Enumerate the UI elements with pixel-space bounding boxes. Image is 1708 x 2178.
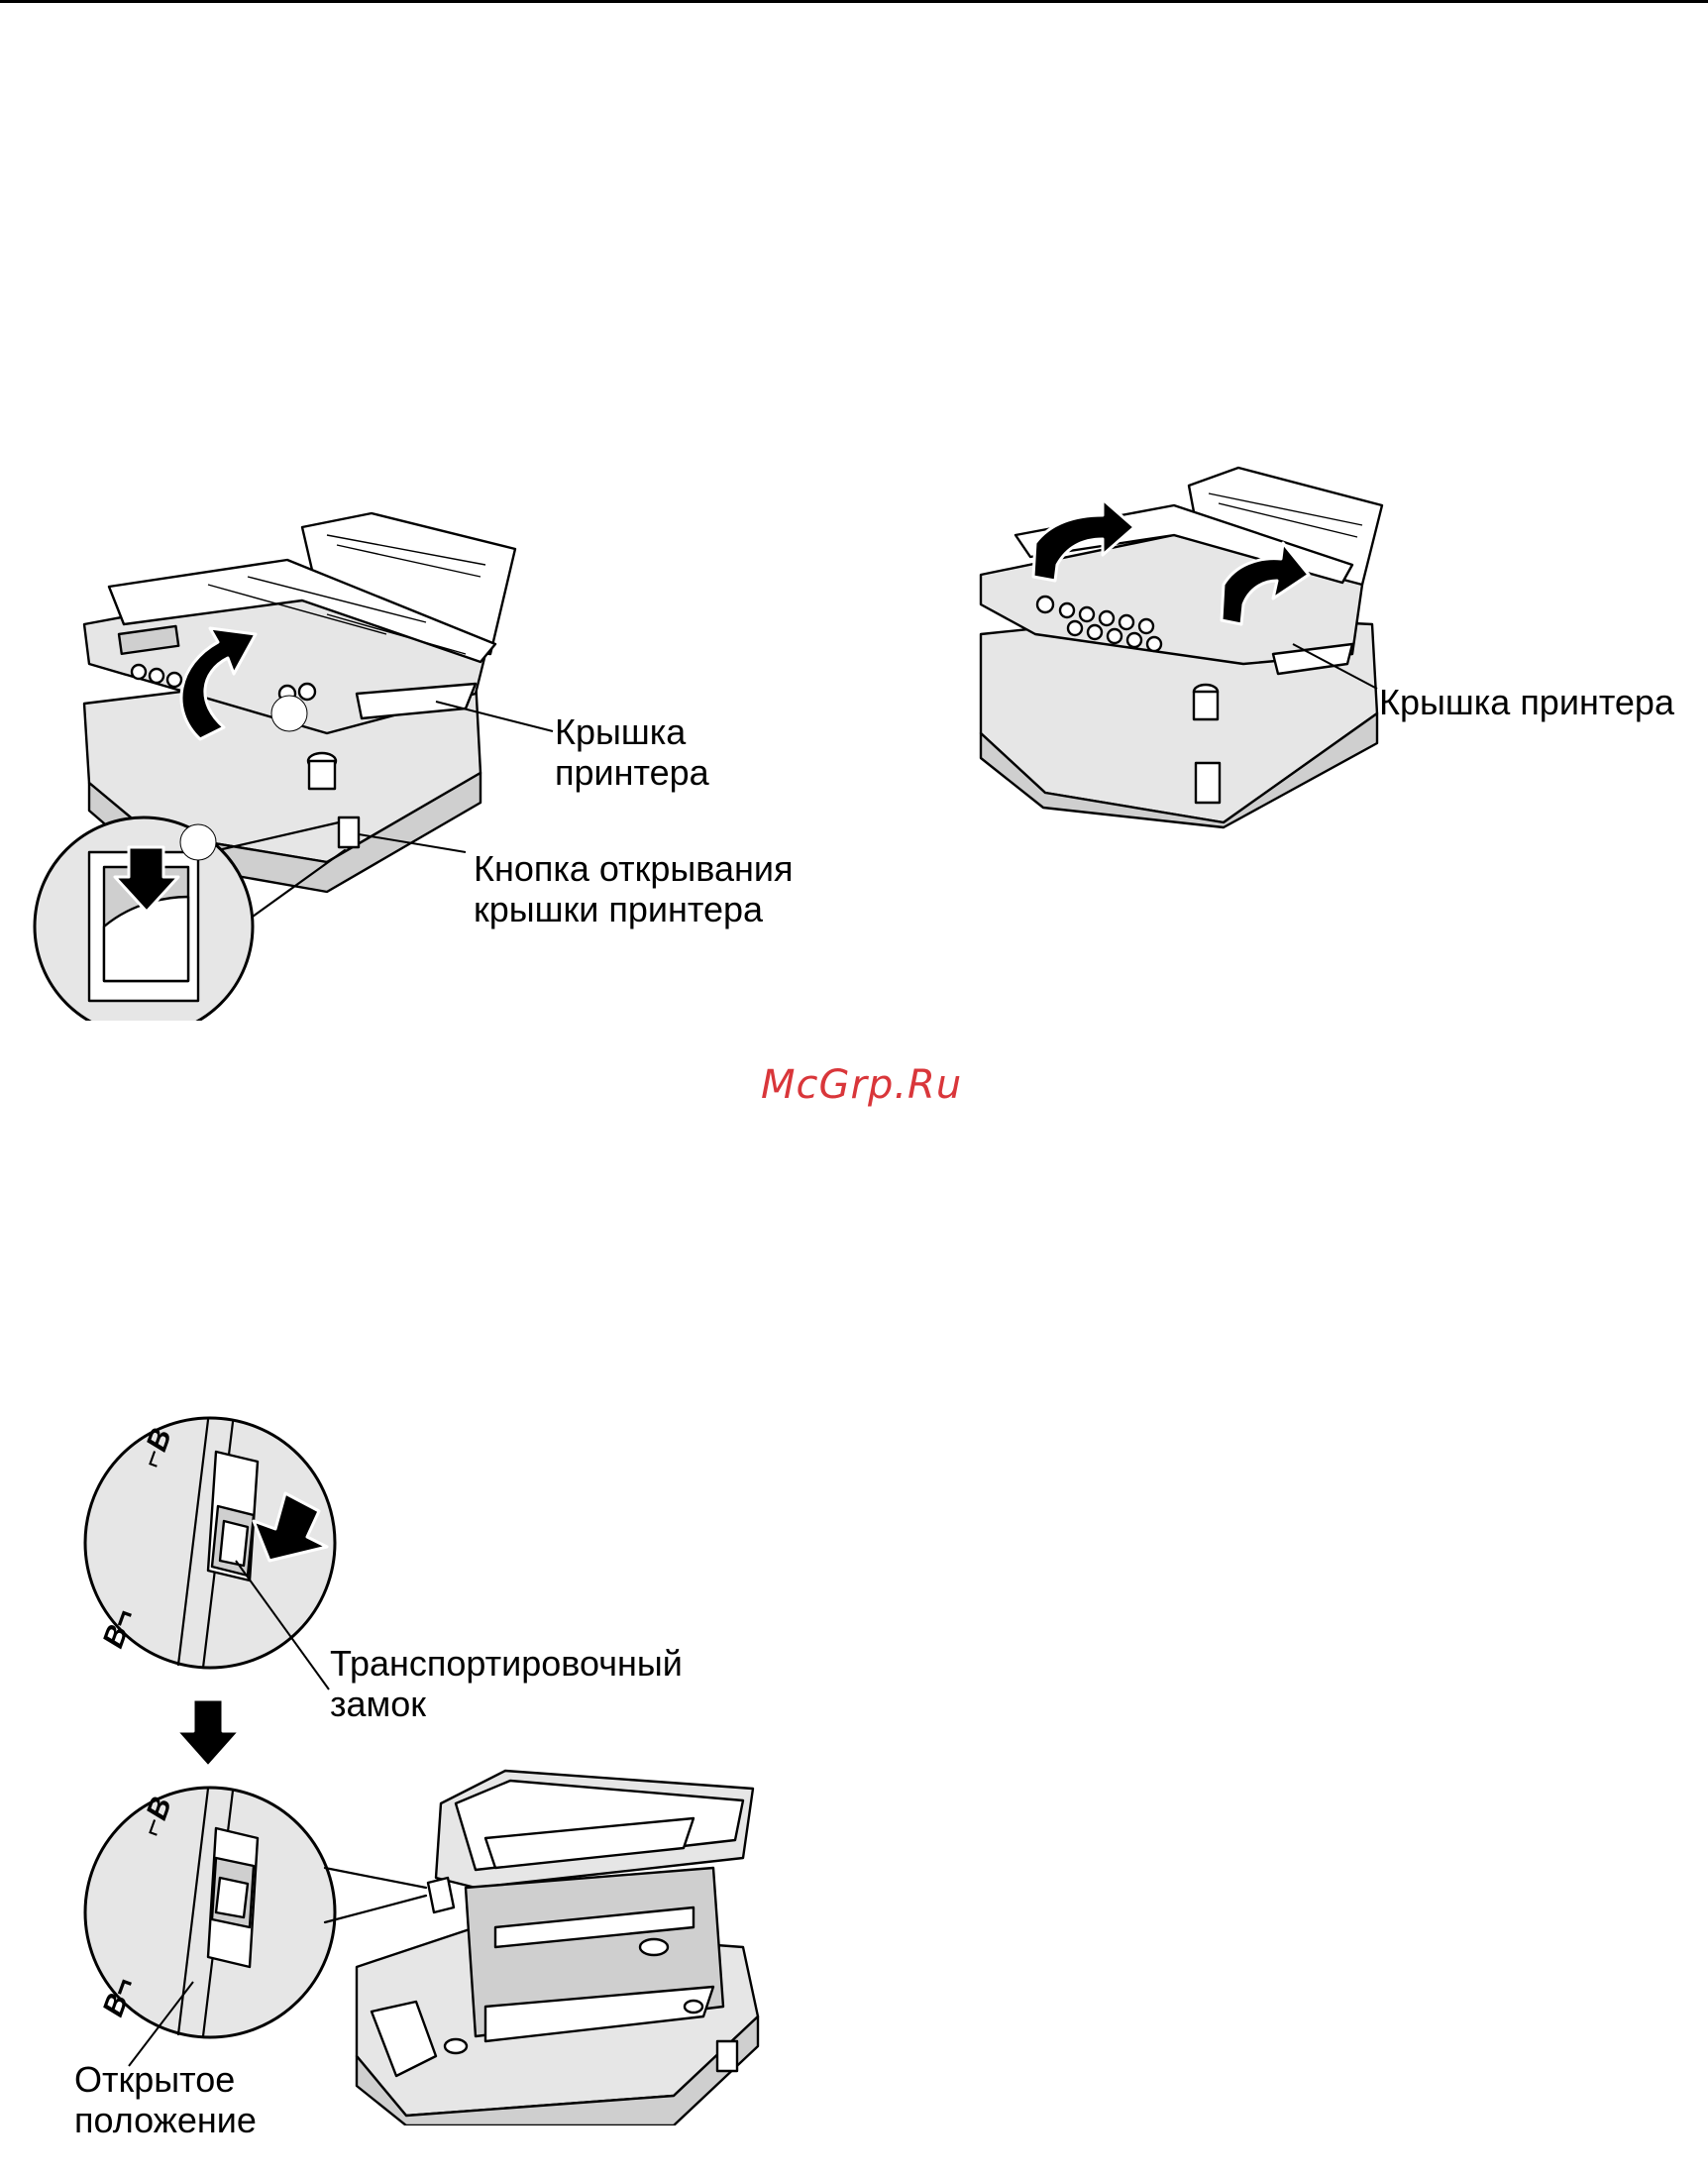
watermark: McGrp.Ru <box>761 1062 962 1108</box>
cover-release-button <box>339 817 359 847</box>
next-step-arrow-icon <box>176 1699 240 1767</box>
label-printer-cover-2: Крышка принтера <box>1379 682 1674 722</box>
transport-lock-on-machine <box>428 1878 454 1912</box>
figure-open-printer-cover <box>30 505 921 1021</box>
lock-zoom-open: ⌐B B¬ <box>85 1788 335 2037</box>
figure-transport-lock: ⌐B B¬ ⌐B B¬ <box>59 1412 773 2125</box>
step-2-marker <box>180 824 216 860</box>
transport-lock-illustration: ⌐B B¬ ⌐B B¬ <box>59 1412 773 2125</box>
label-transport-lock: Транспортировочный замок <box>330 1643 683 1724</box>
fax-machine-closing-illustration <box>976 466 1392 832</box>
top-rule <box>0 0 1708 3</box>
figure-close-printer-cover <box>976 466 1392 832</box>
cover-release-button <box>1196 763 1220 803</box>
step-1-marker <box>271 696 307 731</box>
fax-machine-opening-illustration <box>30 505 921 1021</box>
lock-zoom-locked: ⌐B B¬ <box>85 1418 335 1668</box>
open-fax-machine <box>357 1771 758 2125</box>
label-open-position: Открытое положение <box>74 2059 257 2140</box>
label-cover-release-button: Кнопка открывания крышки принтера <box>474 848 794 929</box>
label-printer-cover-1: Крышка принтера <box>555 711 709 793</box>
cover-release-button <box>717 2041 737 2071</box>
